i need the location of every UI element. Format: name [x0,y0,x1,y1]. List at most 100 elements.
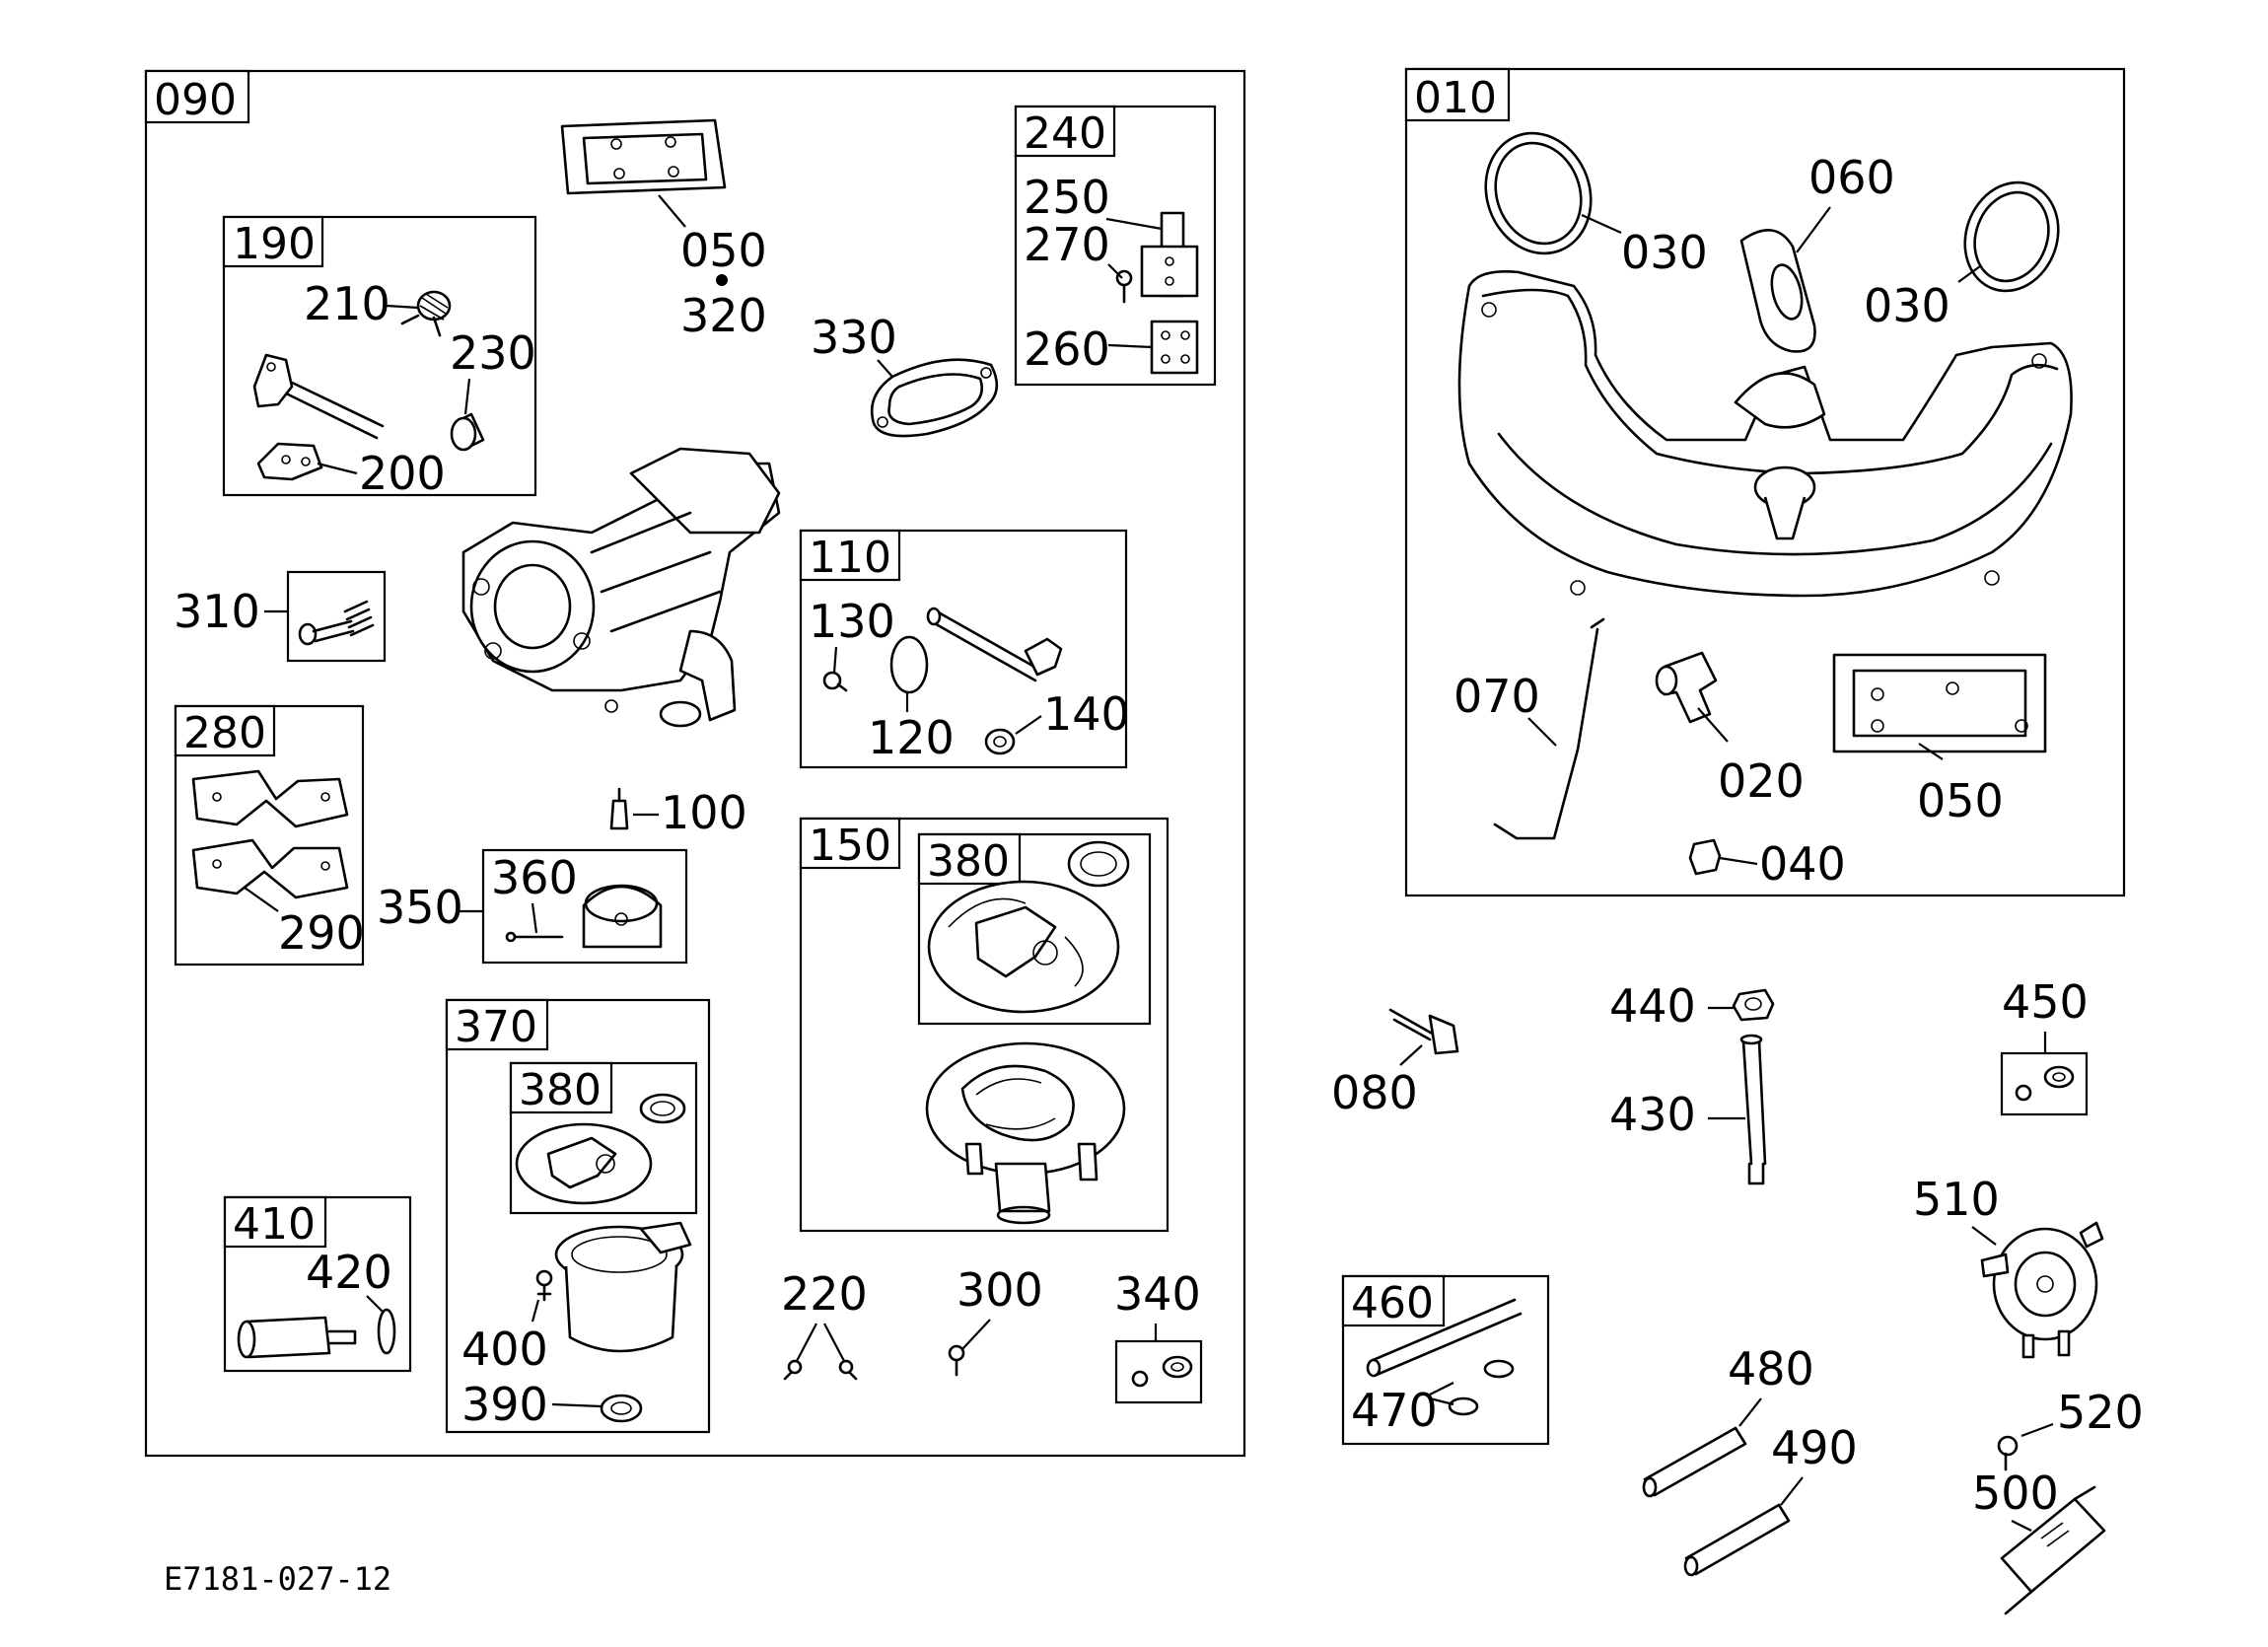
float-360-illustration[interactable] [582,884,663,949]
group-label-150[interactable]: 150 [809,821,891,871]
screw-270-illustration[interactable] [1115,269,1133,304]
bushing-140-illustration[interactable] [984,728,1016,755]
pin-360-illustration[interactable] [505,931,564,943]
part-070[interactable]: 070 [1453,670,1540,723]
gasket-kit-380b-illustration[interactable] [515,1093,686,1205]
part-260[interactable]: 260 [1024,322,1110,376]
rod-070-illustration[interactable] [1493,617,1605,840]
part-320[interactable]: 320 [680,289,767,342]
part-200[interactable]: 200 [359,447,446,500]
part-290[interactable]: 290 [278,906,365,960]
screws-220-illustration[interactable] [783,1359,858,1381]
nut-440-illustration[interactable] [1732,988,1775,1022]
part-500[interactable]: 500 [1972,1467,2059,1520]
part-340[interactable]: 340 [1114,1267,1201,1321]
part-360[interactable]: 360 [491,851,578,904]
part-490[interactable]: 490 [1771,1421,1858,1474]
gasket-050b-illustration[interactable] [1832,653,2047,753]
group-label-190[interactable]: 190 [233,219,316,269]
part-390[interactable]: 390 [461,1378,548,1431]
part-080[interactable]: 080 [1331,1066,1418,1119]
hose-490-illustration[interactable] [1683,1503,1791,1577]
hose-460-illustration[interactable] [1366,1298,1523,1416]
plate-200-illustration[interactable] [256,442,323,481]
part-520[interactable]: 520 [2057,1386,2144,1439]
part-140[interactable]: 140 [1043,687,1130,741]
elbow-020-illustration[interactable] [1655,651,1718,724]
screw-450-illustration[interactable] [2015,1065,2075,1102]
part-040[interactable]: 040 [1759,837,1846,891]
gasket-050-illustration[interactable] [560,118,727,195]
gasket-280-illustration[interactable] [191,769,349,828]
float-bowl-150-illustration[interactable] [925,1041,1126,1225]
part-030-left[interactable]: 030 [1621,226,1708,279]
bracket-250-illustration[interactable] [1140,211,1199,298]
float-bowl-370-illustration[interactable] [554,1221,692,1353]
fuel-filter-500-illustration[interactable] [2000,1485,2106,1615]
screw-130-illustration[interactable] [822,671,848,692]
group-label-010[interactable]: 010 [1414,73,1497,123]
hose-480-illustration[interactable] [1642,1426,1747,1498]
part-310[interactable]: 310 [174,585,260,638]
part-210[interactable]: 210 [304,277,390,330]
part-050b[interactable]: 050 [1917,774,2004,827]
choke-shaft-illustration[interactable] [252,353,385,440]
part-030-right[interactable]: 030 [1864,279,1950,332]
part-350[interactable]: 350 [377,881,463,934]
washer-390-illustration[interactable] [600,1394,643,1423]
part-120[interactable]: 120 [868,711,955,764]
group-label-460[interactable]: 460 [1351,1278,1434,1328]
gasket-290-illustration[interactable] [191,838,349,899]
screw-400-illustration[interactable] [535,1269,553,1302]
solenoid-410-illustration[interactable] [237,1308,396,1359]
part-230[interactable]: 230 [450,326,536,380]
part-020[interactable]: 020 [1718,754,1805,808]
stud-430-illustration[interactable] [1739,1034,1767,1185]
intake-manifold-illustration[interactable] [1457,270,2073,598]
group-label-380b[interactable]: 380 [519,1065,602,1115]
part-480[interactable]: 480 [1728,1342,1814,1396]
part-430[interactable]: 430 [1609,1088,1696,1141]
part-270[interactable]: 270 [1024,218,1110,271]
gasket-030-right-illustration[interactable] [1950,170,2074,305]
part-470[interactable]: 470 [1351,1384,1438,1437]
part-440[interactable]: 440 [1609,979,1696,1033]
throttle-shaft-illustration[interactable] [926,607,1063,682]
part-130[interactable]: 130 [809,595,895,648]
part-050[interactable]: 050 [680,224,767,277]
gasket-060-illustration[interactable] [1739,229,1816,353]
part-330[interactable]: 330 [811,311,897,364]
plate-260-illustration[interactable] [1150,320,1199,375]
gasket-030-left-illustration[interactable] [1469,118,1607,268]
screw-310-illustration[interactable] [298,600,375,646]
screw-520-illustration[interactable] [1997,1435,2019,1471]
needle-100-illustration[interactable] [609,787,629,830]
group-label-240[interactable]: 240 [1024,108,1106,159]
bushing-230-illustration[interactable] [450,412,485,452]
part-220[interactable]: 220 [781,1267,868,1321]
part-400[interactable]: 400 [461,1323,548,1376]
bolt-080-illustration[interactable] [1388,1008,1459,1055]
part-060[interactable]: 060 [1808,151,1895,204]
part-250[interactable]: 250 [1024,171,1110,224]
screw-340-illustration[interactable] [1131,1355,1193,1388]
part-420[interactable]: 420 [306,1246,392,1299]
spring-210-illustration[interactable] [400,290,452,337]
nut-040-illustration[interactable] [1688,838,1722,876]
part-450[interactable]: 450 [2002,975,2089,1029]
group-label-280[interactable]: 280 [183,708,266,758]
group-label-090[interactable]: 090 [154,75,237,125]
group-label-110[interactable]: 110 [809,533,891,583]
fuel-pump-510-illustration[interactable] [1980,1221,2104,1359]
part-300[interactable]: 300 [957,1263,1043,1317]
part-100[interactable]: 100 [661,786,747,839]
gasket-kit-380a-illustration[interactable] [927,840,1130,1014]
group-label-380a[interactable]: 380 [927,836,1010,887]
plate-120-illustration[interactable] [889,635,929,694]
part-510[interactable]: 510 [1913,1173,2000,1226]
carburetor-body-illustration[interactable] [461,447,781,728]
screw-300-illustration[interactable] [948,1344,965,1377]
group-label-410[interactable]: 410 [233,1199,316,1250]
gasket-330-illustration[interactable] [870,358,999,438]
group-label-370[interactable]: 370 [455,1002,537,1052]
